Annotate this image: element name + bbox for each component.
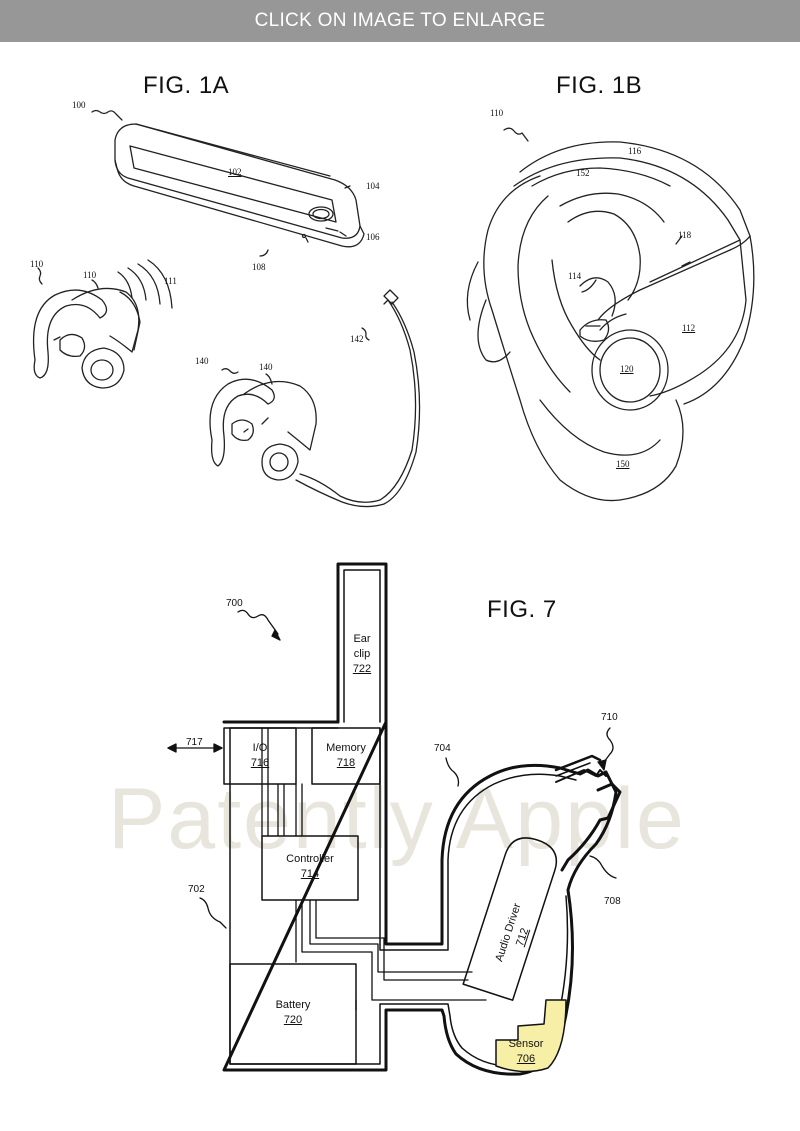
ref-150: 150 [616, 459, 630, 469]
ref-108: 108 [252, 262, 266, 272]
ref-142: 142 [350, 334, 364, 344]
enlarge-banner[interactable]: CLICK ON IMAGE TO ENLARGE [0, 0, 800, 42]
earbuds-wireless-drawing [32, 259, 173, 389]
ear-drawing [466, 167, 684, 502]
ref-1b-110: 110 [490, 108, 504, 118]
ref-110-right: 110 [83, 270, 97, 280]
ref-106: 106 [366, 232, 380, 242]
ref-102: 102 [228, 167, 242, 177]
ref-116: 116 [628, 146, 642, 156]
fig1a-title: FIG. 1A [143, 72, 230, 99]
memory-block: Memory 718 [312, 741, 380, 771]
ref-111: 111 [164, 276, 177, 286]
ref-704: 704 [434, 743, 451, 754]
controller-number: 714 [300, 868, 320, 880]
fig7-diagram [167, 562, 622, 1076]
ref-104: 104 [366, 181, 380, 191]
sensor-block: Sensor 706 [498, 1037, 554, 1067]
controller-block: Controller 714 [262, 852, 358, 882]
sensor-number: 706 [516, 1053, 536, 1065]
ref-140-left: 140 [195, 356, 209, 366]
ref-710: 710 [601, 712, 618, 723]
ear-clip-number: 722 [352, 663, 372, 675]
ref-702: 702 [188, 884, 205, 895]
ref-112: 112 [682, 323, 696, 333]
earbuds-wired-drawing [209, 289, 421, 508]
ref-114: 114 [568, 271, 582, 281]
battery-number: 720 [283, 1014, 303, 1026]
battery-label: Battery [275, 999, 311, 1011]
phone-drawing [114, 123, 365, 248]
ref-708: 708 [604, 896, 621, 907]
io-block: I/O 716 [224, 741, 296, 771]
ref-152: 152 [576, 168, 590, 178]
sensor-label: Sensor [508, 1038, 544, 1050]
earbud-hook-drawing [513, 141, 755, 411]
ref-100: 100 [72, 100, 86, 110]
io-label: I/O [252, 742, 268, 754]
memory-number: 718 [336, 757, 356, 769]
ref-120: 120 [620, 364, 634, 374]
ear-clip-block: Ear clip 722 [344, 632, 380, 677]
ref-110-left: 110 [30, 259, 44, 269]
ref-700: 700 [226, 598, 243, 609]
ref-717: 717 [186, 737, 203, 748]
fig7-title: FIG. 7 [487, 596, 557, 623]
ref-118: 118 [678, 230, 692, 240]
battery-block: Battery 720 [230, 998, 356, 1028]
controller-label: Controller [286, 853, 334, 865]
fig1b-title: FIG. 1B [556, 72, 643, 99]
io-number: 716 [250, 757, 270, 769]
ear-clip-label: Ear clip [353, 633, 371, 660]
ref-140-right: 140 [259, 362, 273, 372]
memory-label: Memory [326, 742, 366, 754]
